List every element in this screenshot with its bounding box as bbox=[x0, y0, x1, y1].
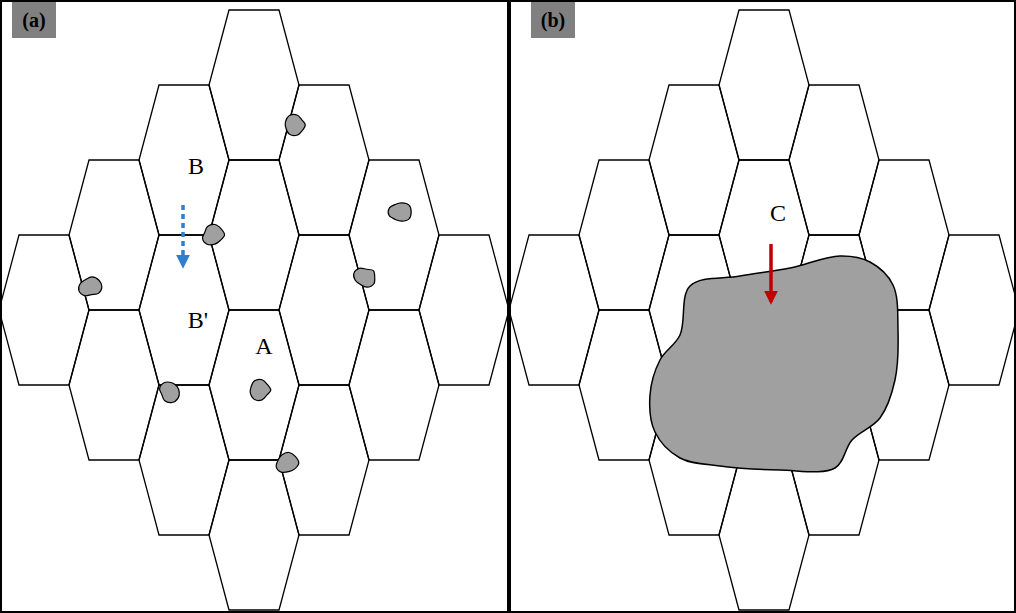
grain-grid bbox=[1, 10, 508, 610]
small-particle bbox=[388, 203, 411, 221]
grain-grid bbox=[510, 10, 1015, 610]
small-particle bbox=[276, 452, 299, 472]
grain-boundary bbox=[1, 235, 89, 385]
grain-label: B bbox=[188, 154, 204, 178]
panel-border bbox=[1, 1, 508, 612]
grain-boundary bbox=[419, 235, 508, 385]
small-particle bbox=[79, 277, 102, 296]
dashed-arrow bbox=[181, 205, 185, 266]
small-particle bbox=[250, 379, 271, 400]
small-particle bbox=[202, 224, 224, 244]
grain-boundary bbox=[929, 235, 1015, 385]
grain-label: B' bbox=[188, 308, 208, 332]
panel-tag: (a) bbox=[12, 2, 55, 38]
panel-tag: (b) bbox=[531, 2, 575, 38]
panel-border bbox=[510, 1, 1015, 612]
particles bbox=[79, 115, 899, 473]
small-particle bbox=[160, 382, 180, 403]
grain-label: A bbox=[255, 334, 272, 358]
large-particle bbox=[650, 256, 898, 472]
grain-label: C bbox=[770, 201, 786, 225]
small-particle bbox=[354, 268, 375, 287]
solid-arrow bbox=[769, 244, 773, 302]
small-particle bbox=[285, 115, 305, 136]
